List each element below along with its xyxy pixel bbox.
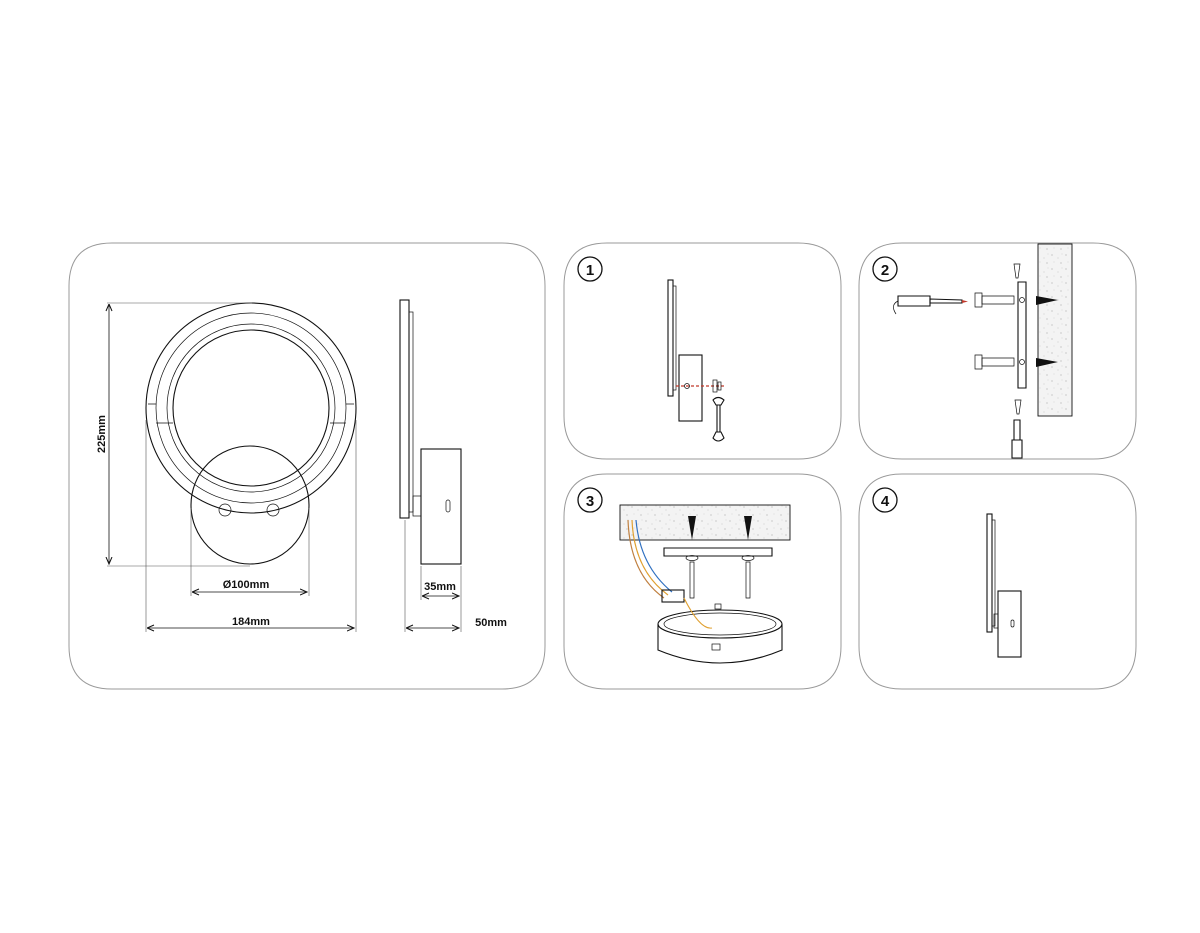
step-4-badge: 4 xyxy=(872,487,898,513)
step-3-number: 3 xyxy=(586,493,594,510)
step-1-illustration xyxy=(667,279,725,442)
lamp-front-view xyxy=(145,302,357,565)
total-depth-label: 50mm xyxy=(475,617,507,629)
step-2-illustration xyxy=(893,243,1073,459)
step-3-panel: 3 xyxy=(563,473,842,690)
dimensions-panel: 225mm Ø100mm 184mm 35mm 50mm xyxy=(68,242,546,690)
step-3-badge: 3 xyxy=(577,487,603,513)
step-3-illustration xyxy=(619,504,791,664)
total-depth-dimension: 50mm xyxy=(404,520,507,632)
step-1-number: 1 xyxy=(586,262,594,279)
width-label: 184mm xyxy=(232,616,270,628)
height-label: 225mm xyxy=(96,415,108,453)
base-diameter-dimension: Ø100mm xyxy=(190,508,310,596)
step-1-panel: 1 xyxy=(563,242,842,460)
step-4-illustration xyxy=(986,513,1022,658)
step-2-badge: 2 xyxy=(872,256,898,282)
height-dimension: 225mm xyxy=(96,302,252,567)
step-4-panel: 4 xyxy=(858,473,1137,690)
base-depth-dimension: 35mm xyxy=(420,566,462,600)
base-diameter-label: Ø100mm xyxy=(223,579,270,591)
step-4-number: 4 xyxy=(881,493,890,510)
step-2-panel: 2 xyxy=(858,242,1137,460)
lamp-side-view xyxy=(399,299,462,565)
step-1-badge: 1 xyxy=(577,256,603,282)
base-depth-label: 35mm xyxy=(424,581,456,593)
width-dimension: 184mm xyxy=(145,420,357,632)
step-2-number: 2 xyxy=(881,262,889,279)
